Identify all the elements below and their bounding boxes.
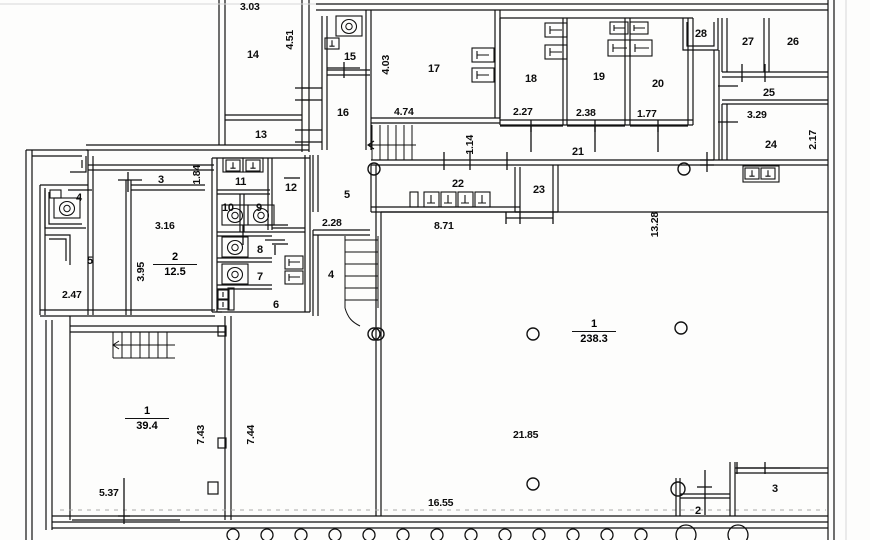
room-label-8: 8 xyxy=(257,244,263,256)
pile-row xyxy=(226,524,749,540)
area-room-number: 1 xyxy=(143,405,151,417)
room-label-2: 2 xyxy=(695,505,701,517)
room-label-26: 26 xyxy=(787,36,799,48)
area-divider xyxy=(153,264,197,265)
area-divider xyxy=(125,418,169,419)
room-label-27: 27 xyxy=(742,36,754,48)
room-label-28: 28 xyxy=(695,28,707,40)
room-label-5: 5 xyxy=(344,189,350,201)
area-value: 238.3 xyxy=(580,333,608,345)
dimension-label-1-14: 1.14 xyxy=(464,135,476,155)
area-room-number: 1 xyxy=(590,318,598,330)
dimension-label-2-38: 2.38 xyxy=(576,107,596,119)
dimension-label-16-55: 16.55 xyxy=(428,497,454,509)
dimension-label-3-95: 3.95 xyxy=(135,262,147,282)
room-label-15: 15 xyxy=(344,51,356,63)
room-area-label: 1 238.3 xyxy=(572,318,616,345)
dimension-label-2-17: 2.17 xyxy=(807,130,819,150)
column-marker xyxy=(677,162,691,176)
room-label-20: 20 xyxy=(652,78,664,90)
hall-columns xyxy=(371,321,688,491)
dimension-label-7-43: 7.43 xyxy=(195,425,207,445)
room-label-12: 12 xyxy=(285,182,297,194)
dimension-label-1-77: 1.77 xyxy=(637,108,657,120)
dimension-label-21-85: 21.85 xyxy=(513,429,539,441)
room-label-21: 21 xyxy=(572,146,584,158)
room-label-3: 3 xyxy=(772,483,778,495)
dimension-label-1-84: 1.84 xyxy=(191,165,203,185)
room-label-16: 16 xyxy=(337,107,349,119)
dimension-label-2-28: 2.28 xyxy=(322,217,342,229)
room-label-18: 18 xyxy=(525,73,537,85)
room-label-22: 22 xyxy=(452,178,464,190)
dimension-label-13-28: 13.28 xyxy=(649,212,661,238)
room-label-5: 5 xyxy=(87,255,93,267)
dimension-label-3-03: 3.03 xyxy=(240,1,260,13)
room-label-19: 19 xyxy=(593,71,605,83)
room-label-6: 6 xyxy=(273,299,279,311)
area-divider xyxy=(572,331,616,332)
room-label-11: 11 xyxy=(235,176,247,188)
area-value: 39.4 xyxy=(136,420,158,432)
dimension-label-5-37: 5.37 xyxy=(99,487,119,499)
dimension-label-4-74: 4.74 xyxy=(394,106,414,118)
dimension-label-3-16: 3.16 xyxy=(155,220,175,232)
dimension-label-8-71: 8.71 xyxy=(434,220,454,232)
room-label-13: 13 xyxy=(255,129,267,141)
room-label-10: 10 xyxy=(222,202,234,214)
room-label-14: 14 xyxy=(247,49,259,61)
room-label-3: 3 xyxy=(158,174,164,186)
room-label-25: 25 xyxy=(763,87,775,99)
dimension-label-2-27: 2.27 xyxy=(513,106,533,118)
room-label-7: 7 xyxy=(257,271,263,283)
column-marker xyxy=(367,162,381,176)
dimension-label-3-29: 3.29 xyxy=(747,109,767,121)
room-label-23: 23 xyxy=(533,184,545,196)
room-label-17: 17 xyxy=(428,63,440,75)
dimension-label-2-47: 2.47 xyxy=(62,289,82,301)
room-label-9: 9 xyxy=(256,202,262,214)
area-value: 12.5 xyxy=(164,266,186,278)
dimension-label-4-03: 4.03 xyxy=(380,55,392,75)
room-label-4: 4 xyxy=(76,192,82,204)
dimension-label-4-51: 4.51 xyxy=(284,30,296,50)
room-label-24: 24 xyxy=(765,139,777,151)
dimension-label-7-44: 7.44 xyxy=(245,425,257,445)
area-room-number: 2 xyxy=(171,251,179,263)
room-label-4: 4 xyxy=(328,269,334,281)
